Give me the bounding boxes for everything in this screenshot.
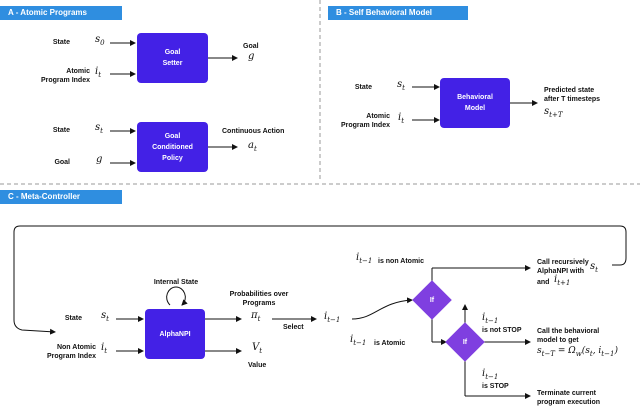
not-stop-var: it−1 — [482, 312, 499, 325]
panel-a-goal-out-var: g — [248, 51, 255, 62]
panel-c-index-label: Non Atomic Program Index — [46, 344, 96, 360]
panel-a-index-var: it — [95, 66, 102, 79]
behavioral-call-label: Call the behavioral model to get — [537, 328, 600, 344]
stop-text: is STOP — [482, 383, 509, 390]
recursive-call-label: Call recursively AlphaNPI with — [537, 259, 589, 275]
internal-state-label: Internal State — [153, 279, 199, 286]
select-label: Select — [283, 324, 304, 331]
panel-b-state-label: State — [354, 84, 372, 91]
panel-c-state-label: State — [64, 315, 82, 322]
panel-a-state-label: State — [52, 39, 70, 46]
goal-conditioned-policy-box: Goal Conditioned Policy — [137, 122, 208, 172]
behavioral-model-box: Behavioral Model — [440, 78, 510, 128]
panel-a-goal-in-label: Goal — [54, 159, 70, 166]
panel-c-index-var: it — [101, 342, 108, 355]
recursive-i-var: it+1 — [554, 274, 571, 287]
panel-b-atomic-index-label: Atomic Program Index — [340, 113, 390, 129]
panel-a-goal-out-label: Goal — [243, 43, 259, 50]
panel-b-title: B - Self Behavioral Model — [328, 6, 468, 20]
selected-index-var: it−1 — [324, 311, 341, 324]
non-atomic-var: it−1 — [356, 252, 373, 265]
goal-setter-box: Goal Setter — [137, 33, 208, 83]
panel-a-state-var: s0 — [95, 34, 105, 47]
if-diamond-2-label: If — [462, 338, 468, 346]
panel-a-state2-label: State — [52, 127, 70, 134]
is-atomic-text: is Atomic — [374, 340, 406, 347]
prob-label: Probabilities over Programs — [229, 291, 289, 307]
stop-var: it−1 — [482, 368, 499, 381]
terminate-label: Terminate current program execution — [537, 390, 601, 406]
v-var: Vt — [252, 342, 263, 355]
value-label: Value — [248, 362, 267, 369]
recursive-and: and — [537, 279, 550, 286]
recursive-s-var: st — [590, 261, 598, 274]
panel-a-atomic-index-label: Atomic Program Index — [40, 68, 90, 84]
panel-b-pred-var: st+T — [544, 106, 563, 119]
panel-b-pred-label: Predicted state after T timesteps — [544, 87, 601, 103]
panel-a-goal-in-var: g — [96, 154, 103, 165]
panel-b-state-var: st — [397, 79, 405, 92]
non-atomic-text: is non Atomic — [378, 258, 425, 265]
panel-a-state2-var: st — [95, 122, 103, 135]
if-diamond-1-label: If — [429, 296, 435, 304]
panel-a-action-label: Continuous Action — [222, 128, 285, 135]
panel-c-state-var: st — [101, 310, 109, 323]
alphanpi-box: AlphaNPI — [145, 309, 205, 359]
panel-a-action-var: at — [248, 140, 257, 153]
panel-b-index-var: it — [398, 112, 405, 125]
panel-a-title: A - Atomic Programs — [0, 6, 122, 20]
behavioral-formula: st−T = Ωw(st, it−1) — [537, 346, 618, 358]
not-stop-text: is not STOP — [482, 327, 522, 334]
pi-var: πt — [251, 310, 261, 323]
panel-c-title: C - Meta-Controller — [0, 190, 122, 204]
is-atomic-var: it−1 — [350, 334, 367, 347]
